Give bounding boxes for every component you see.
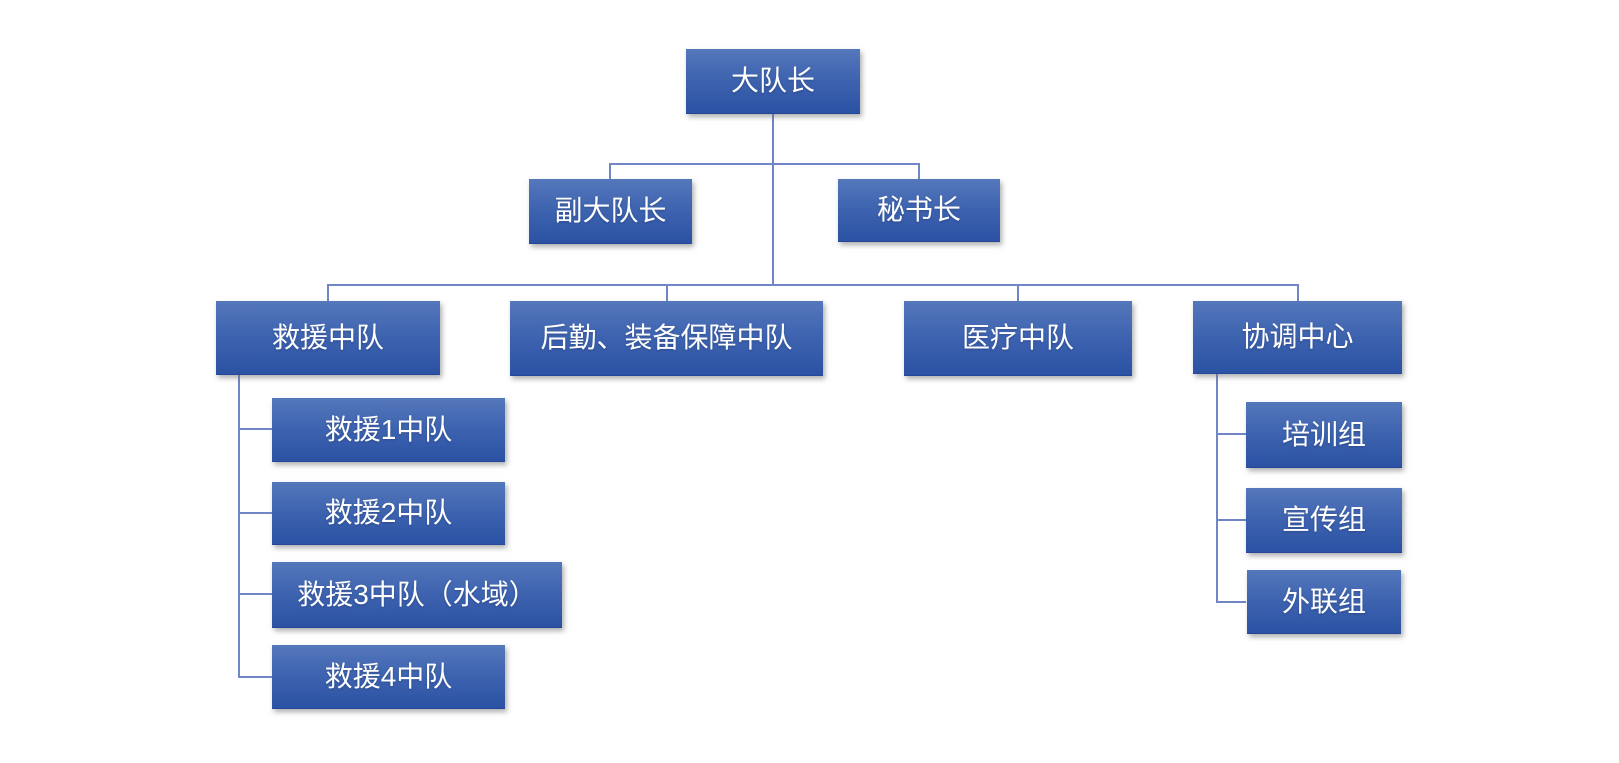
org-node-secretary-general: 秘书长 bbox=[838, 179, 1000, 242]
org-node-rescue-squadron-3-water: 救援3中队（水域） bbox=[272, 562, 562, 628]
connector-rescue4-branch bbox=[238, 676, 272, 678]
org-node-rescue-squadron-4: 救援4中队 bbox=[272, 645, 505, 709]
connector-publicity-branch bbox=[1216, 519, 1246, 521]
org-node-logistics-squadron: 后勤、装备保障中队 bbox=[510, 301, 823, 376]
org-node-liaison-group: 外联组 bbox=[1247, 570, 1401, 634]
connector-main-stem bbox=[772, 113, 774, 285]
connector-coordination-stem bbox=[1216, 373, 1218, 603]
connector-medical-drop bbox=[1017, 284, 1019, 302]
connector-liaison-branch bbox=[1216, 601, 1246, 603]
connector-secretary-drop bbox=[918, 163, 920, 180]
org-node-rescue-squadron-1: 救援1中队 bbox=[272, 398, 505, 462]
connector-training-branch bbox=[1216, 433, 1246, 435]
org-node-coordination-center: 协调中心 bbox=[1193, 301, 1402, 374]
org-node-deputy-brigade-leader: 副大队长 bbox=[529, 179, 692, 244]
org-node-brigade-leader: 大队长 bbox=[686, 49, 860, 114]
connector-deputy-drop bbox=[609, 163, 611, 180]
connector-coordination-drop bbox=[1297, 284, 1299, 302]
connector-assistant-bar bbox=[609, 163, 920, 165]
connector-department-bar bbox=[327, 284, 1299, 286]
org-node-publicity-group: 宣传组 bbox=[1246, 488, 1402, 553]
org-node-rescue-squadron: 救援中队 bbox=[216, 301, 440, 375]
connector-rescue1-branch bbox=[238, 428, 272, 430]
connector-rescue2-branch bbox=[238, 512, 272, 514]
connector-rescue-stem bbox=[238, 374, 240, 678]
org-node-rescue-squadron-2: 救援2中队 bbox=[272, 482, 505, 545]
connector-rescue-drop bbox=[327, 284, 329, 302]
connector-rescue3-branch bbox=[238, 593, 272, 595]
connector-logistics-drop bbox=[666, 284, 668, 302]
org-node-medical-squadron: 医疗中队 bbox=[904, 301, 1132, 376]
org-node-training-group: 培训组 bbox=[1246, 402, 1402, 468]
